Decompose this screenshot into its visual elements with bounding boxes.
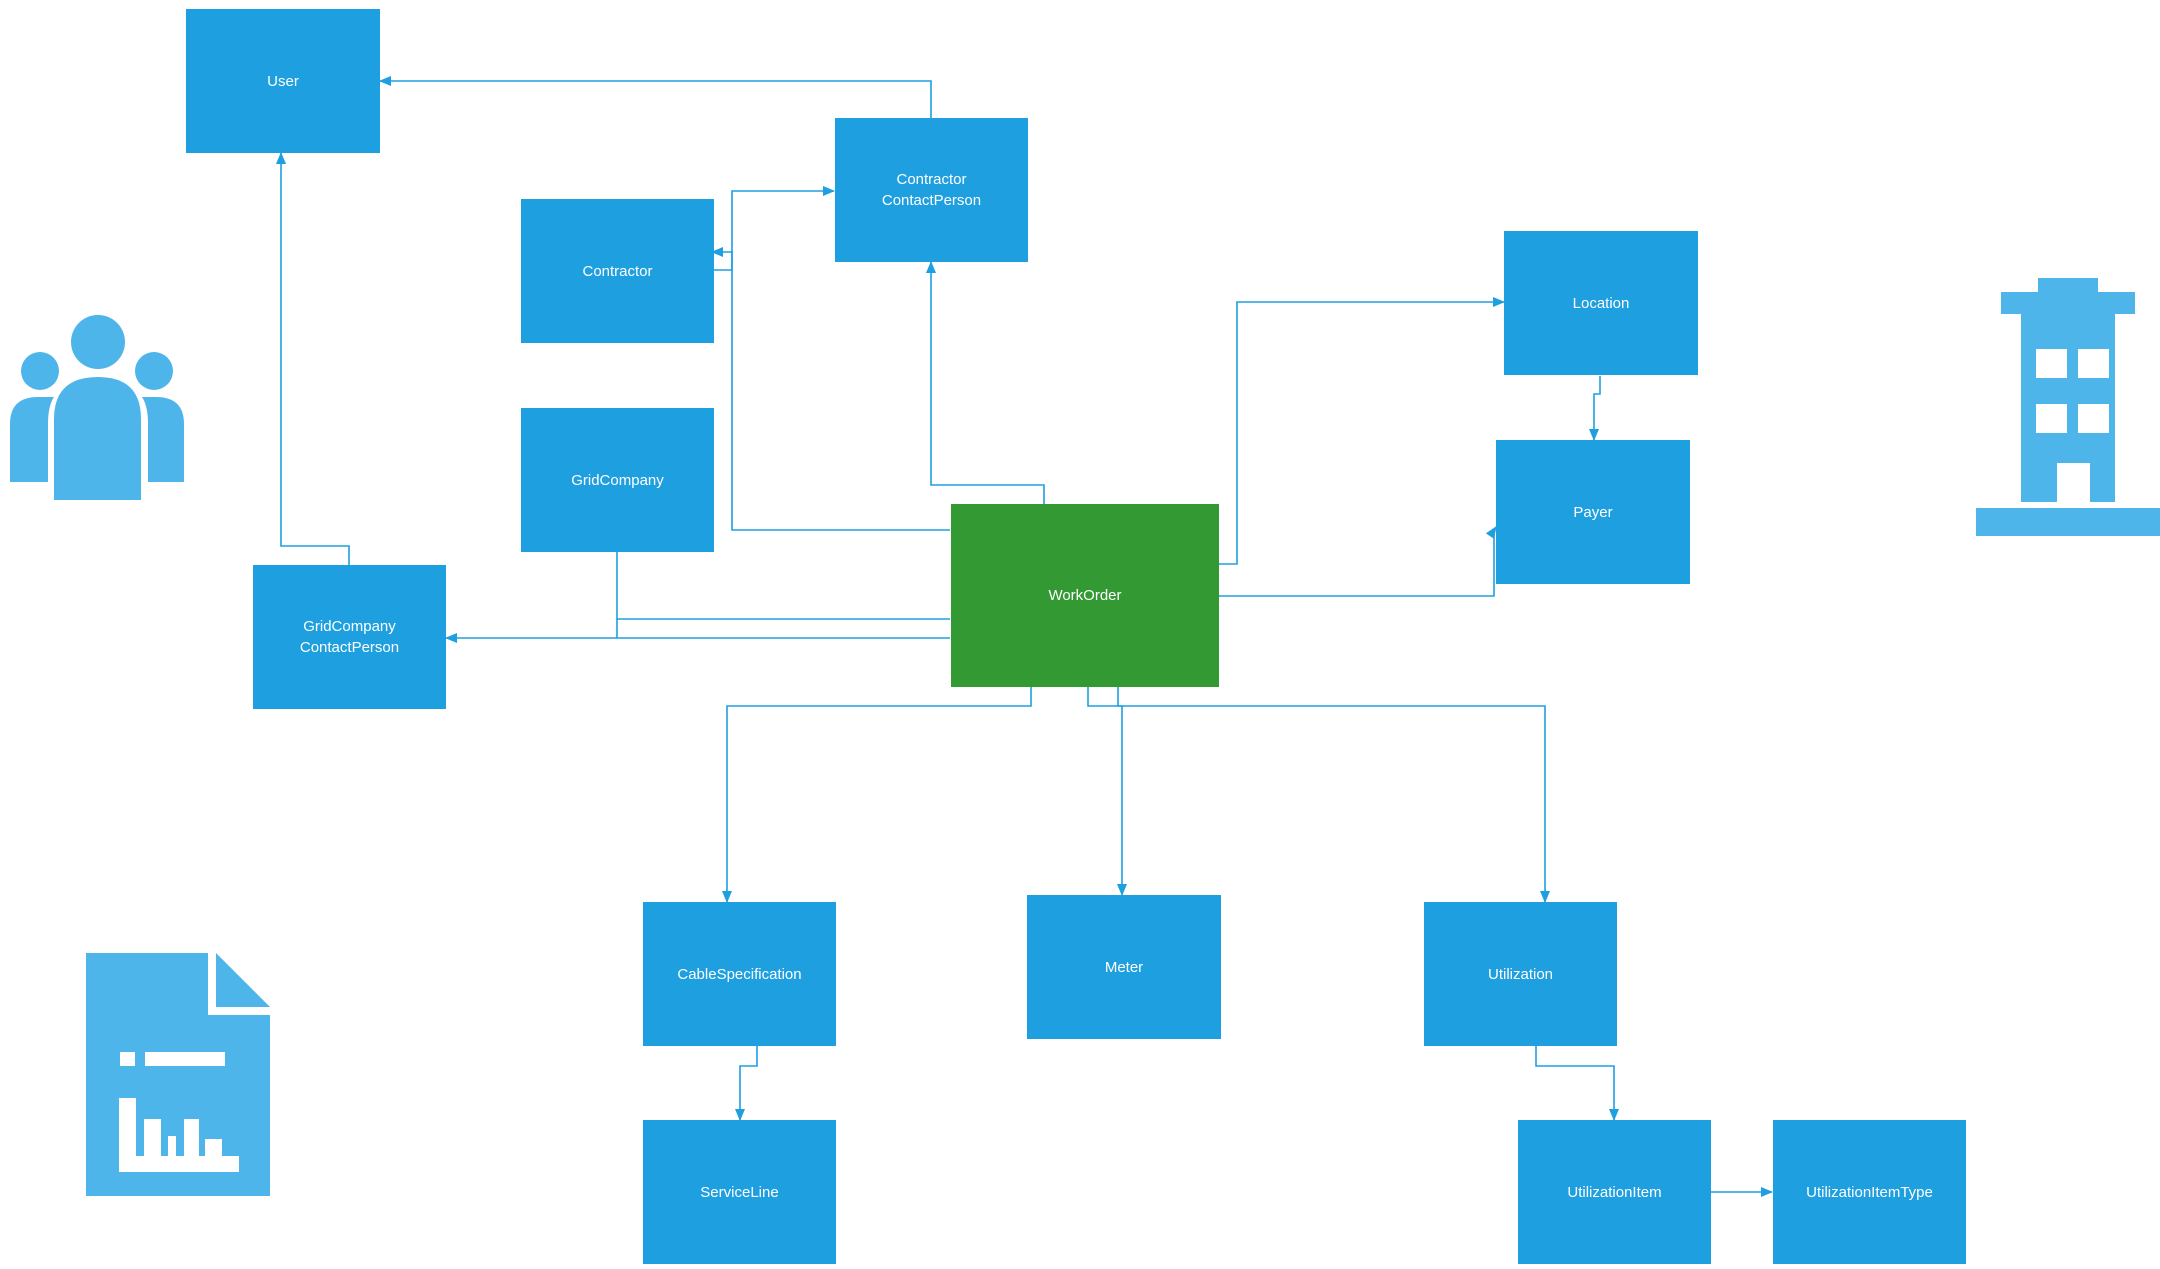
- contractor-node[interactable]: Contractor: [521, 199, 714, 343]
- connector-workorder-to-contractor-contact: [926, 261, 1045, 504]
- connector-workorder-to-utilization: [1117, 686, 1550, 903]
- cable-specification-node[interactable]: CableSpecification: [643, 902, 836, 1046]
- node-label: ContactPerson: [299, 639, 400, 656]
- node-label: Utilization: [1487, 965, 1554, 983]
- node-label: GridCompany: [303, 618, 396, 635]
- location-node[interactable]: Location: [1504, 231, 1698, 375]
- connector-contractor-contact-to-user: [379, 76, 932, 118]
- node-label: Location: [1572, 294, 1630, 312]
- node-label: CableSpecification: [677, 965, 802, 983]
- node-label: Contractor: [582, 262, 653, 280]
- connector-grid-contact-to-user: [276, 152, 350, 565]
- service-line-node[interactable]: ServiceLine: [643, 1120, 836, 1264]
- node-label: ContactPerson: [881, 192, 982, 209]
- connector-workorder-to-meter: [1087, 686, 1127, 896]
- grid-company-contact-person-node[interactable]: GridCompany ContactPerson: [253, 565, 446, 709]
- connector-workorder-to-location: [1218, 297, 1505, 565]
- user-node[interactable]: User: [186, 9, 380, 153]
- grid-company-node[interactable]: GridCompany: [521, 408, 714, 552]
- utilization-item-type-node[interactable]: UtilizationItemType: [1773, 1120, 1966, 1264]
- node-label: User: [267, 72, 299, 90]
- users-group-icon: [10, 315, 184, 500]
- connector-workorder-to-contractor: [711, 247, 950, 531]
- building-icon: [1976, 278, 2160, 536]
- node-label: Contractor: [896, 171, 967, 188]
- payer-node[interactable]: Payer: [1496, 440, 1690, 584]
- node-label: UtilizationItem: [1567, 1183, 1662, 1201]
- connector-workorder-to-payer: [1218, 526, 1497, 597]
- node-label: WorkOrder: [1048, 587, 1122, 604]
- node-label: Payer: [1573, 503, 1613, 521]
- connector-workorder-to-cable: [722, 686, 1032, 903]
- connector-contractor-to-contractor-contact: [712, 186, 835, 271]
- connector-utilization-to-item: [1535, 1046, 1619, 1121]
- connector-cable-to-serviceline: [735, 1046, 758, 1121]
- work-order-node[interactable]: WorkOrder: [951, 504, 1219, 687]
- node-label: Meter: [1104, 958, 1144, 976]
- node-label: GridCompany: [571, 471, 664, 489]
- contractor-contact-person-node[interactable]: Contractor ContactPerson: [835, 118, 1028, 262]
- node-label: UtilizationItemType: [1806, 1183, 1933, 1201]
- node-label: ServiceLine: [700, 1183, 779, 1201]
- meter-node[interactable]: Meter: [1027, 895, 1221, 1039]
- connector-gridcompany-to-workorder: [616, 552, 950, 620]
- report-document-icon: [86, 953, 270, 1196]
- utilization-item-node[interactable]: UtilizationItem: [1518, 1120, 1711, 1264]
- utilization-node[interactable]: Utilization: [1424, 902, 1617, 1046]
- connector-location-to-payer: [1589, 376, 1601, 441]
